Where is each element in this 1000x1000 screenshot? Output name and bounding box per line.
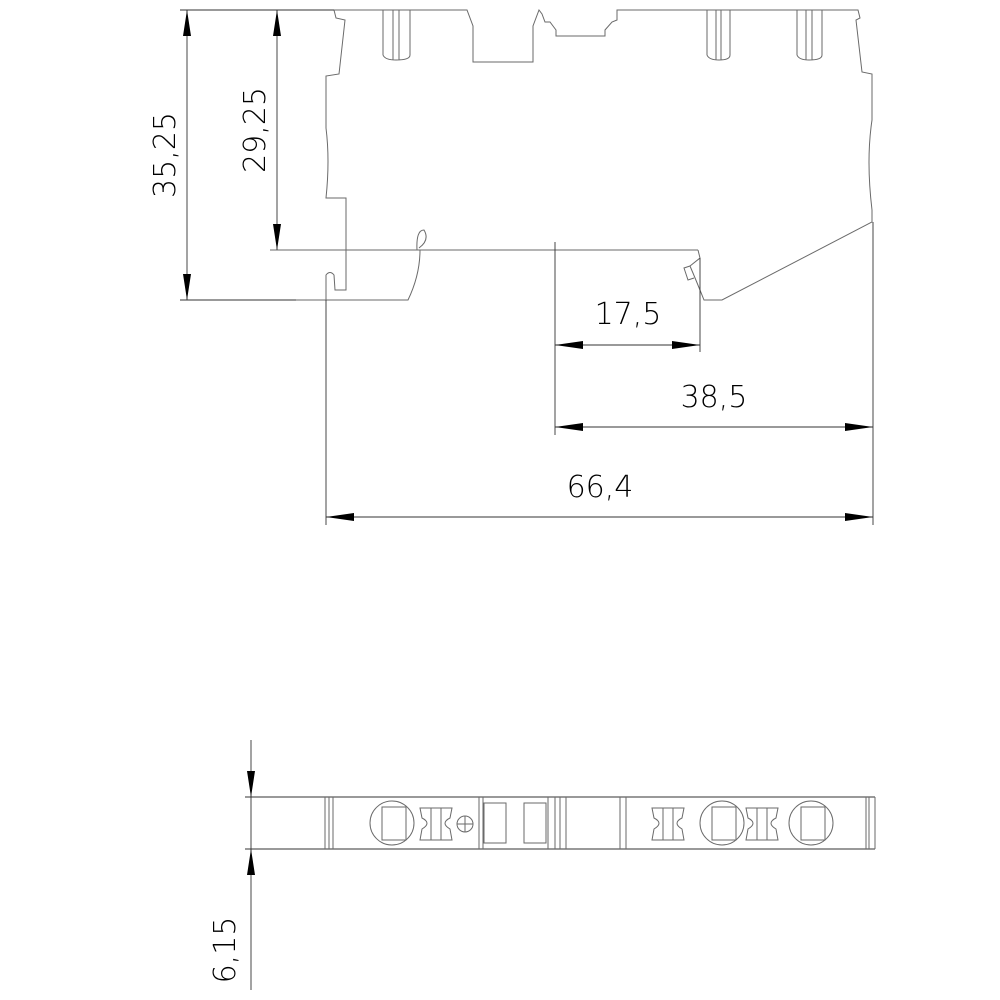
side-view: [270, 8, 873, 301]
dimensions: 35,25 29,25 17,5 38,5 66,4: [148, 9, 874, 525]
dim-rail-height: 29,25: [238, 87, 273, 173]
top-view: 6,15: [208, 740, 876, 990]
dim-width: 6,15: [208, 917, 243, 984]
dim-overall-height: 35,25: [148, 112, 183, 198]
dim-overall-depth: 66,4: [567, 470, 634, 505]
dim-rail-to-back: 38,5: [681, 380, 748, 415]
housing-outline: [334, 8, 873, 301]
dim-front-offset: 17,5: [595, 297, 662, 332]
